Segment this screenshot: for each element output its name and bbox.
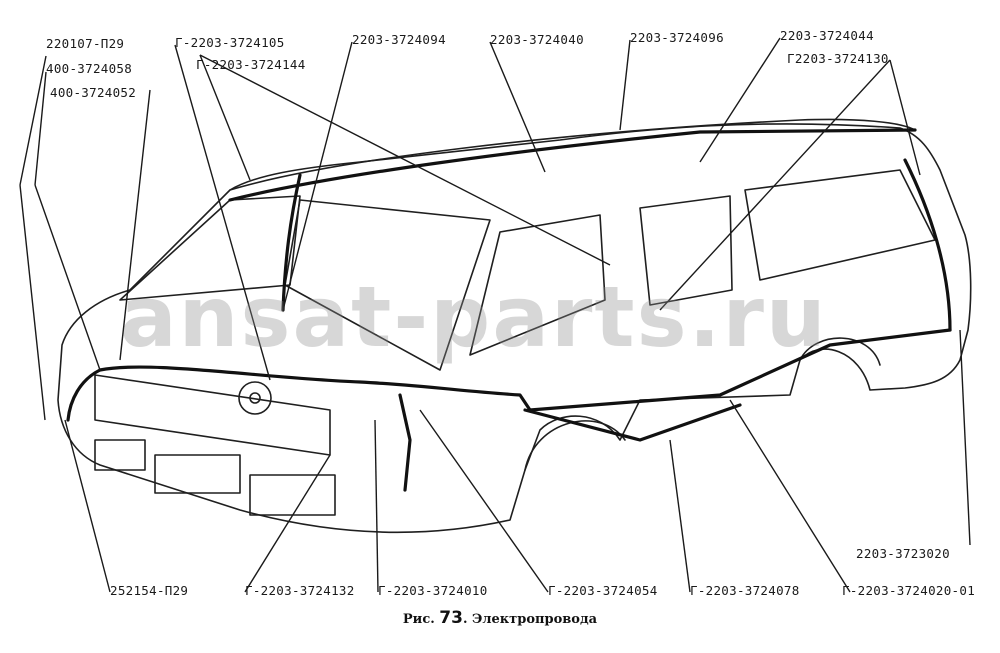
rear-pillar-harness — [903, 158, 952, 332]
label-g2203-3724010: Г-2203-3724010 — [378, 583, 488, 598]
label-g2203-3724078: Г-2203-3724078 — [690, 583, 800, 598]
caption-number: 73 — [439, 608, 463, 628]
windshield — [119, 195, 301, 301]
body-outline — [57, 123, 972, 534]
label-g2203-3724130: Г2203-3724130 — [787, 51, 889, 66]
label-2203-3724044: 2203-3724044 — [780, 28, 874, 43]
figure-caption: Рис. 73. Электропровода — [0, 608, 1000, 628]
label-2203-3724094: 2203-3724094 — [352, 32, 446, 47]
label-g2203-3724132: Г-2203-3724132 — [245, 583, 355, 598]
label-2203-3724040: 2203-3724040 — [490, 32, 584, 47]
horn — [238, 381, 272, 415]
pillar-harness — [281, 173, 302, 312]
label-g2203-3724144: Г-2203-3724144 — [196, 57, 306, 72]
side-window-rear — [639, 195, 733, 306]
left-harness — [66, 368, 102, 422]
caption-title: . Электропровода — [462, 612, 598, 627]
roof-harness — [228, 128, 917, 202]
label-2203-3724096: 2203-3724096 — [630, 30, 724, 45]
label-2203-3723020: 2203-3723020 — [856, 546, 950, 561]
front-harness — [98, 328, 952, 412]
floor-harness — [523, 403, 742, 442]
headlight-left — [94, 439, 146, 471]
front-side-window — [284, 199, 491, 371]
label-g2203-3724020-01: Г-2203-3724020-01 — [842, 583, 976, 598]
front-vertical-harness — [398, 393, 412, 492]
front-panel — [94, 374, 331, 456]
grille-cell-2 — [249, 474, 336, 516]
label-252154-p29: 252154-П29 — [110, 583, 189, 598]
label-g2203-3724105: Г-2203-3724105 — [175, 35, 285, 50]
label-400-3724052: 400-3724052 — [50, 85, 137, 100]
grille-cell — [154, 454, 241, 494]
caption-prefix: Рис. — [402, 612, 435, 627]
rear-wheel-arch — [799, 337, 881, 366]
label-220107-p29: 220107-П29 — [46, 36, 125, 51]
label-400-3724058: 400-3724058 — [46, 61, 133, 76]
side-window-middle — [469, 214, 606, 356]
front-wheel-arch — [524, 420, 626, 471]
rear-window — [744, 169, 936, 281]
label-g2203-3724054: Г-2203-3724054 — [548, 583, 658, 598]
roof-line — [229, 118, 916, 191]
